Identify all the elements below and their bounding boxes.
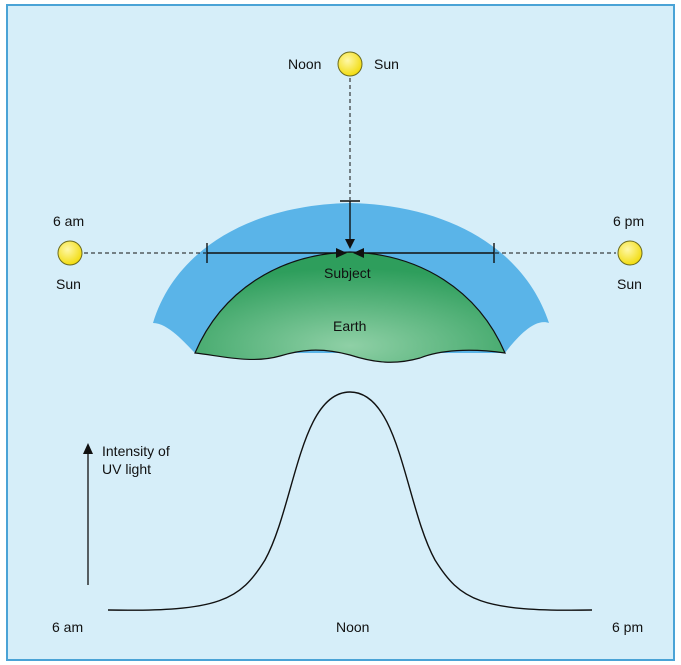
morning-time-label: 6 am <box>53 213 85 229</box>
graph-x-label-end: 6 pm <box>612 619 644 635</box>
earth-label: Earth <box>333 318 367 334</box>
graph-x-label-middle: Noon <box>336 619 370 635</box>
graph-x-label-start: 6 am <box>52 619 84 635</box>
noon-sun-label: Sun <box>374 56 399 72</box>
morning-ray-arrowhead <box>336 248 347 258</box>
noon-sun-icon <box>337 51 363 77</box>
evening-sun-label: Sun <box>617 276 642 292</box>
earth-shape <box>194 251 506 363</box>
noon-label: Noon <box>288 56 322 72</box>
evening-sun-icon <box>617 240 643 266</box>
morning-sun-label: Sun <box>56 276 81 292</box>
morning-sun-icon <box>57 240 83 266</box>
evening-time-label: 6 pm <box>613 213 645 229</box>
subject-label: Subject <box>324 265 371 281</box>
intensity-axis-label-line1: Intensity of <box>102 443 170 459</box>
arrow-up-icon <box>83 443 93 454</box>
noon-ray-arrowhead <box>345 239 355 249</box>
intensity-axis-label-line2: UV light <box>102 461 152 477</box>
evening-ray-arrowhead <box>353 248 364 258</box>
uv-intensity-curve <box>107 391 593 611</box>
